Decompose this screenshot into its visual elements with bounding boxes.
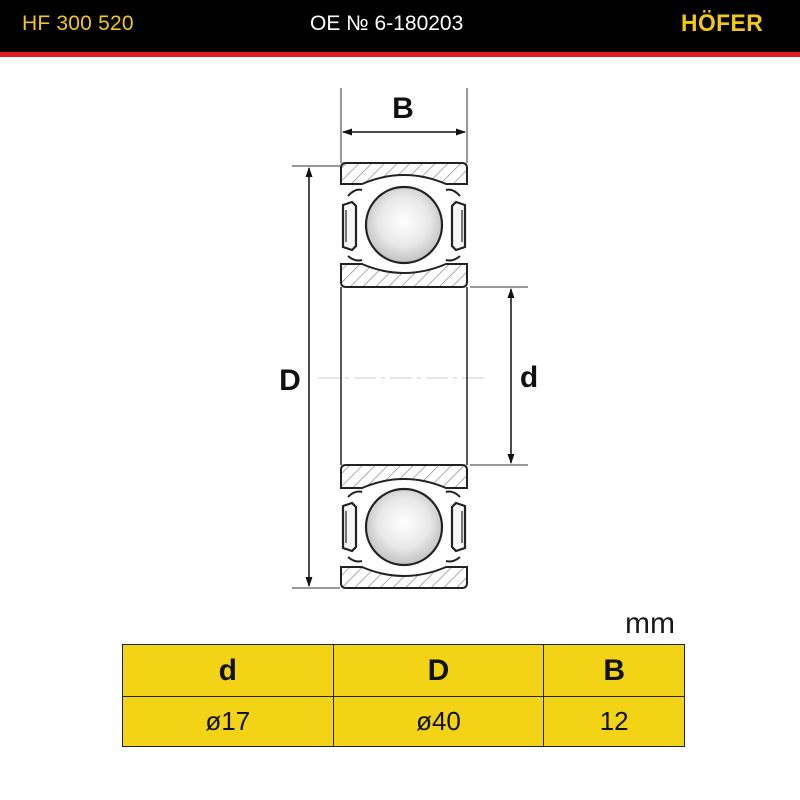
header-red-stripe: [0, 52, 800, 57]
bearing-section-top: [340, 162, 468, 288]
value-outer-diameter: ø40: [332, 696, 545, 747]
bore-outline: [340, 287, 468, 465]
brand-logo: HÖFER: [681, 10, 764, 37]
header-width: B: [543, 644, 685, 697]
unit-label: mm: [625, 607, 675, 640]
table-header-row: d D B: [122, 644, 685, 697]
bearing-section-bottom: [340, 464, 468, 589]
oe-number: OE № 6-180203: [310, 12, 464, 35]
ball-bottom: [364, 487, 444, 567]
top-header-bar: HF 300 520 OE № 6-180203 HÖFER: [0, 0, 800, 52]
header-outer-diameter: D: [332, 644, 545, 697]
bearing-drawing: B D d: [279, 88, 538, 589]
value-inner-diameter: ø17: [122, 696, 334, 747]
part-number: HF 300 520: [22, 12, 134, 35]
value-width: 12: [543, 696, 685, 747]
dim-label-outer-diameter: D: [279, 364, 301, 397]
dim-label-width: B: [392, 92, 414, 125]
header-inner-diameter: d: [122, 644, 334, 697]
ball-top: [364, 185, 444, 265]
dim-label-inner-diameter: d: [520, 361, 538, 394]
table-row: ø17 ø40 12: [122, 696, 685, 747]
extension-lines: [292, 88, 528, 589]
dimensions-table: d D B ø17 ø40 12: [122, 644, 685, 747]
